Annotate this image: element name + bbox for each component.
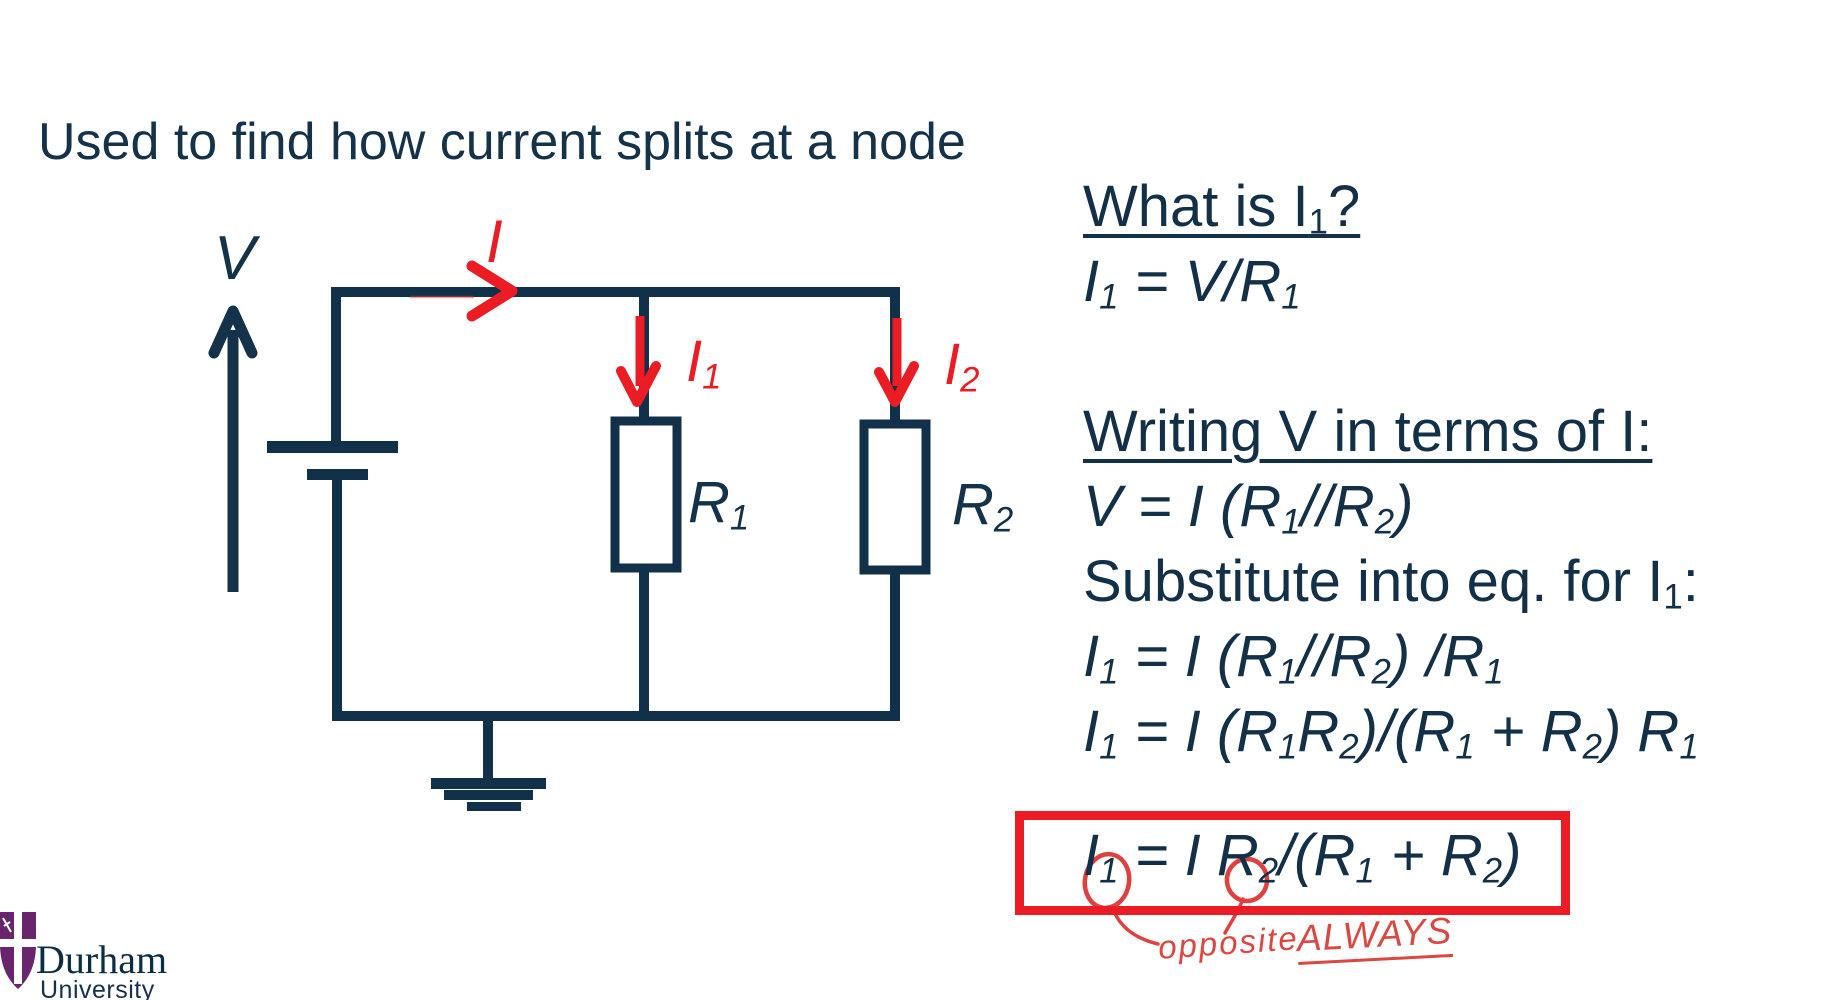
resistor-r1 xyxy=(610,416,682,573)
ground-bar-3 xyxy=(467,802,521,811)
battery-short-plate xyxy=(307,469,368,480)
red-ink xyxy=(410,260,1270,946)
result-highlight-box xyxy=(1015,811,1570,915)
shield-crozier-detail xyxy=(2,917,12,933)
logo-institution-text: Durham xyxy=(36,937,168,982)
resistor-r1-label: R1 xyxy=(688,470,750,538)
derivation-heading-1: What is I1? xyxy=(1083,174,1361,242)
current-i1-label: I1 xyxy=(686,329,722,397)
ground-icon xyxy=(431,778,546,811)
current-i1-arrowhead xyxy=(616,361,661,407)
current-i-arrowhead xyxy=(466,260,518,322)
result-equation: I1 = I R2/(R1 + R2) xyxy=(1083,823,1522,891)
battery-long-plate xyxy=(267,441,398,453)
ground-bar-2 xyxy=(444,790,533,800)
logo-subtitle-text: University xyxy=(40,976,155,1000)
current-i2-label: I2 xyxy=(944,332,980,400)
derivation-equation: V = I (R1//R2) xyxy=(1083,474,1414,542)
current-i2-arrowhead xyxy=(874,361,919,407)
voltage-arrow-head xyxy=(208,305,258,359)
resistors xyxy=(610,416,931,575)
voltage-arrow xyxy=(208,305,258,592)
shield-cross-vertical xyxy=(14,912,22,984)
derivation-equation: I1 = V/R1 xyxy=(1083,249,1301,317)
shield-cross-horizontal xyxy=(0,939,36,947)
derivation-equation: I1 = I (R1//R2) /R1 xyxy=(1083,624,1504,692)
derivation-heading-2: Writing V in terms of I: xyxy=(1083,399,1653,464)
derivation-heading-3: Substitute into eq. for I1: xyxy=(1083,549,1699,617)
current-i-label: I xyxy=(486,208,503,275)
voltage-label: V xyxy=(214,224,256,293)
resistor-r2-label: R2 xyxy=(952,472,1014,540)
derivation-equation: I1 = I (R1R2)/(R1 + R2) R1 xyxy=(1083,699,1699,767)
handwritten-note-always: ALWAYS xyxy=(1295,909,1454,966)
circle-around-subscript-2 xyxy=(1224,856,1270,904)
leader-line-2 xyxy=(1223,897,1245,935)
ground-bar-1 xyxy=(431,778,546,789)
page-title: Used to find how current splits at a nod… xyxy=(38,113,966,171)
derivation-text: What is I1? I1 = V/R1 Writing V in terms… xyxy=(1083,169,1699,769)
resistor-r2 xyxy=(859,419,931,575)
battery-icon xyxy=(267,441,398,480)
shield-icon xyxy=(0,912,36,989)
derivation-spacer xyxy=(1083,319,1699,394)
